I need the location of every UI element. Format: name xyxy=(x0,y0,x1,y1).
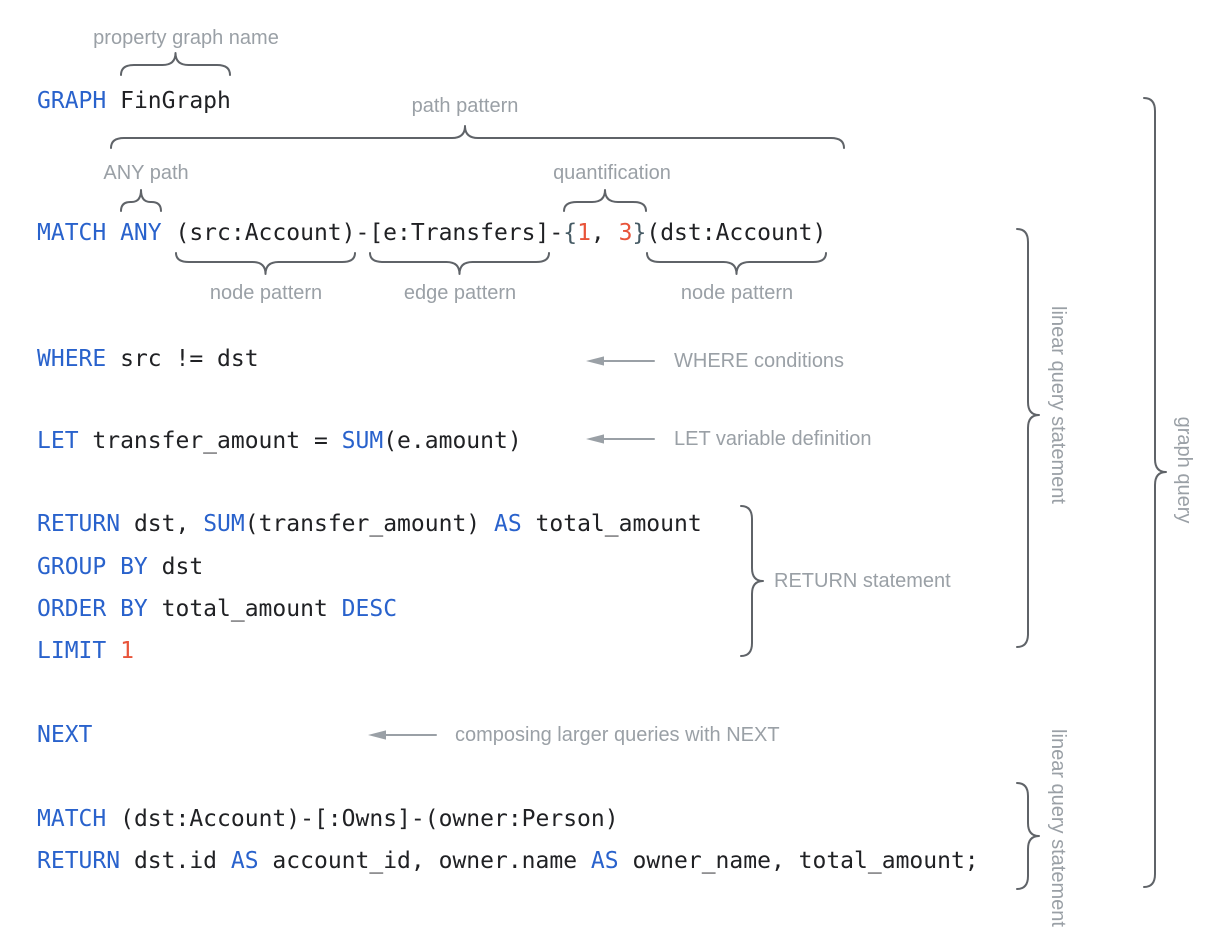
code-limit-clause: LIMIT 1 xyxy=(37,638,134,664)
underbrace-edge-pattern-icon xyxy=(369,252,550,275)
code-return-clause: RETURN dst, SUM(transfer_amount) AS tota… xyxy=(37,511,702,537)
label-composing-with-next: composing larger queries with NEXT xyxy=(455,724,780,746)
code-group-by-clause: GROUP BY dst xyxy=(37,554,204,580)
code-match-clause: MATCH ANY (src:Account)-[e:Transfers]-{1… xyxy=(37,220,827,246)
code-next-clause: NEXT xyxy=(37,722,93,748)
brace-return-statement-icon xyxy=(740,505,764,657)
label-edge-pattern: edge pattern xyxy=(403,282,517,304)
underbrace-node-pattern-left-icon xyxy=(175,252,356,275)
label-quantification: quantification xyxy=(553,162,671,184)
code-return2-clause: RETURN dst.id AS account_id, owner.name … xyxy=(37,848,979,874)
where-arrow-icon xyxy=(586,356,655,366)
label-node-pattern-right: node pattern xyxy=(680,282,794,304)
label-let-variable-definition: LET variable definition xyxy=(674,428,872,450)
brace-linear-query-statement-1-icon xyxy=(1016,228,1040,648)
overbrace-property-graph-name-icon xyxy=(120,52,231,76)
overbrace-path-pattern-icon xyxy=(110,125,845,149)
code-let-clause: LET transfer_amount = SUM(e.amount) xyxy=(37,428,522,454)
label-linear-query-statement-2: linear query statement xyxy=(1047,729,1069,927)
label-path-pattern: path pattern xyxy=(411,95,519,117)
code-graph-clause: GRAPH FinGraph xyxy=(37,88,231,114)
code-where-clause: WHERE src != dst xyxy=(37,346,259,372)
overbrace-quantification-icon xyxy=(563,189,647,212)
code-match2-clause: MATCH (dst:Account)-[:Owns]-(owner:Perso… xyxy=(37,806,619,832)
label-node-pattern-left: node pattern xyxy=(209,282,323,304)
label-linear-query-statement-1: linear query statement xyxy=(1047,306,1069,504)
overbrace-any-path-icon xyxy=(120,189,162,212)
underbrace-node-pattern-right-icon xyxy=(646,252,827,275)
next-arrow-icon xyxy=(368,730,437,740)
let-arrow-icon xyxy=(586,434,655,444)
label-graph-query: graph query xyxy=(1173,416,1195,524)
label-return-statement: RETURN statement xyxy=(774,570,951,592)
brace-graph-query-icon xyxy=(1143,97,1167,888)
label-any-path: ANY path xyxy=(103,162,189,184)
code-order-by-clause: ORDER BY total_amount DESC xyxy=(37,596,398,622)
label-where-conditions: WHERE conditions xyxy=(674,350,845,372)
label-property-graph-name: property graph name xyxy=(93,27,279,49)
brace-linear-query-statement-2-icon xyxy=(1016,782,1040,890)
